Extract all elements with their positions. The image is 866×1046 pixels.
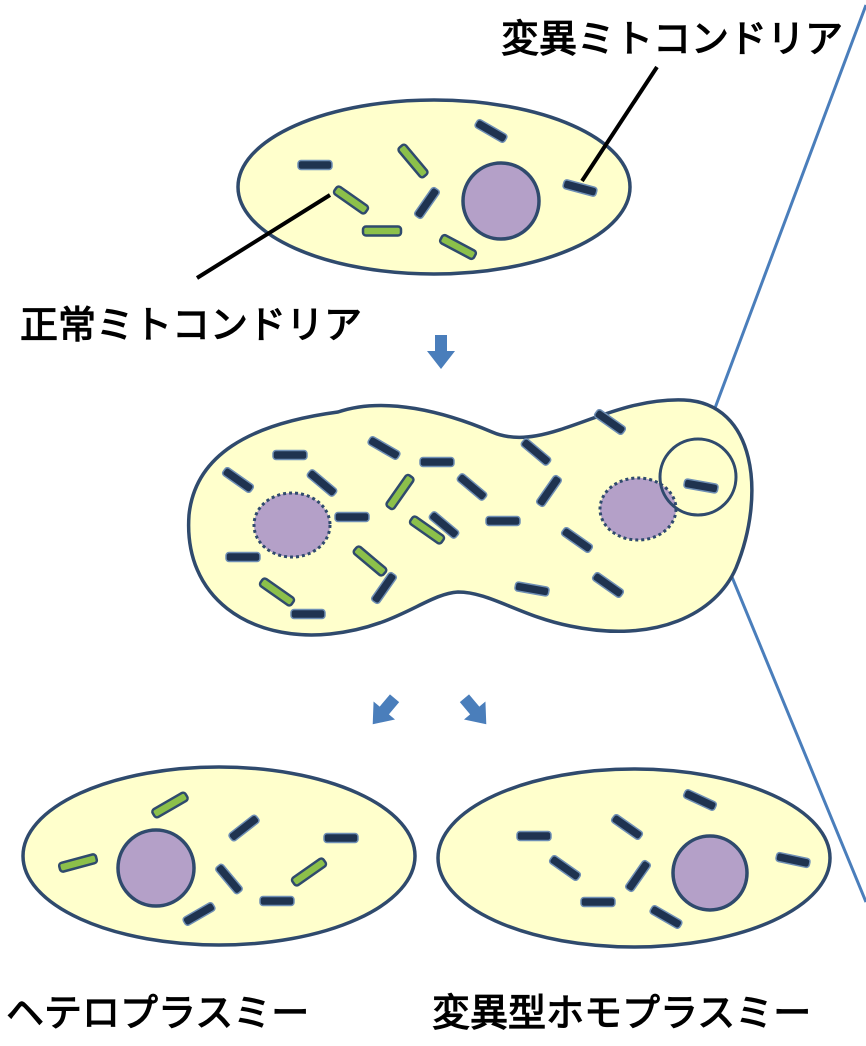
- nucleus-right: [600, 478, 676, 540]
- mutant-mitochondrion: [226, 553, 260, 562]
- arrow-down-right-icon: [454, 689, 497, 733]
- arrow-down-left-icon: [362, 689, 405, 733]
- mutant-mitochondrion: [517, 832, 551, 841]
- dividing-cell: [189, 400, 752, 635]
- homoplasmy-cell-nucleus: [673, 836, 747, 910]
- mutant-mitochondrion: [486, 517, 520, 526]
- mutant-mitochondrion: [260, 897, 294, 906]
- heteroplasmy-cell-membrane: [23, 767, 415, 945]
- normal-mitochondrion: [363, 227, 401, 236]
- heteroplasmy-cell: [23, 767, 415, 945]
- homoplasmy-cell-membrane: [438, 769, 830, 947]
- mutant-mitochondrion: [581, 898, 615, 907]
- normal-mitochondria-label: 正常ミトコンドリア: [20, 303, 362, 347]
- mutant-homoplasmy-label: 変異型ホモプラスミー: [432, 991, 811, 1035]
- mutant-mitochondrion: [335, 513, 369, 522]
- heteroplasmy-label: ヘテロプラスミー: [6, 991, 309, 1035]
- mutant-mitochondrion: [324, 834, 358, 843]
- mutant-mitochondrion: [420, 458, 454, 467]
- mutant-mitochondrion: [298, 161, 332, 170]
- mutant-mitochondrion: [291, 610, 325, 619]
- mutant-mitochondrion: [273, 451, 307, 460]
- top-cell-nucleus: [463, 163, 539, 239]
- heteroplasmy-cell-nucleus: [118, 830, 194, 906]
- nucleus-left: [254, 493, 330, 557]
- zoom-line-upper: [706, 5, 866, 432]
- homoplasmy-cell: [438, 769, 830, 947]
- top-cell: [238, 100, 630, 274]
- mutant-mitochondria-label: 変異ミトコンドリア: [501, 17, 843, 61]
- arrow-down-icon: [427, 335, 455, 369]
